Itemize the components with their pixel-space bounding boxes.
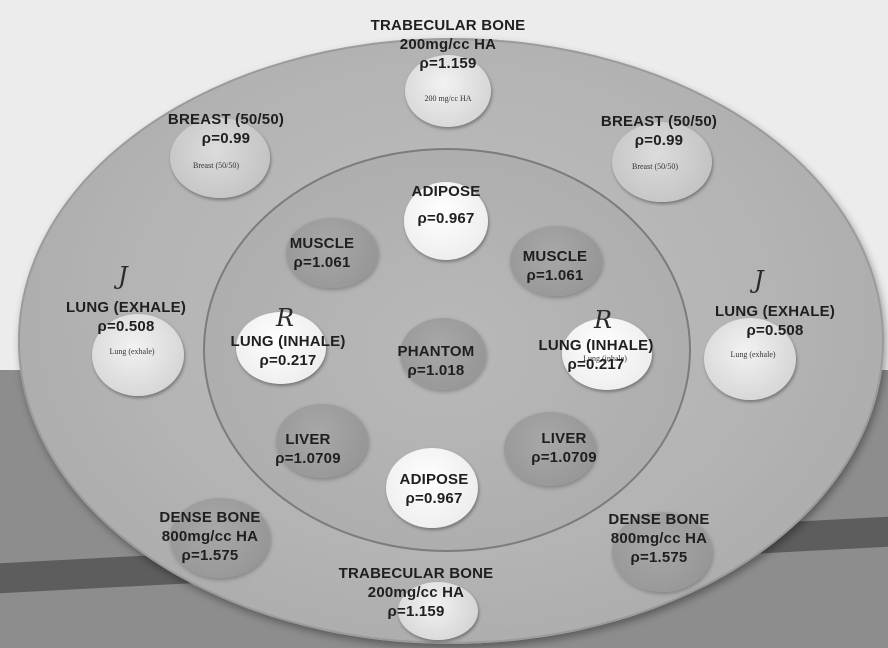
label-lung-inhale-right: LUNG (INHALE) ρ=0.217 (538, 336, 653, 374)
label-name: MUSCLE (523, 247, 588, 266)
label-density: ρ=1.0709 (531, 448, 597, 467)
label-density: ρ=0.217 (538, 355, 653, 374)
label-density: ρ=1.061 (290, 253, 355, 272)
label-density: ρ=0.508 (715, 321, 835, 340)
label-name: LIVER (531, 429, 597, 448)
label-adipose-top: ADIPOSE ρ=0.967 (412, 182, 481, 228)
label-density: ρ=1.159 (371, 54, 526, 73)
label-dense-bone-right: DENSE BONE 800mg/cc HA ρ=1.575 (608, 510, 709, 567)
label-lung-exhale-right: LUNG (EXHALE) ρ=0.508 (715, 302, 835, 340)
label-trabecular-top: TRABECULAR BONE 200mg/cc HA ρ=1.159 (371, 16, 526, 73)
label-density: ρ=1.0709 (275, 449, 341, 468)
label-name: BREAST (50/50) (601, 112, 717, 131)
label-concentration: 800mg/cc HA (159, 527, 260, 546)
label-concentration: 200mg/cc HA (371, 35, 526, 54)
label-name: ADIPOSE (412, 182, 481, 201)
label-density: ρ=1.159 (339, 602, 494, 621)
label-name: ADIPOSE (400, 470, 469, 489)
label-name: DENSE BONE (608, 510, 709, 529)
label-density: ρ=0.508 (66, 317, 186, 336)
label-name: LUNG (EXHALE) (66, 298, 186, 317)
label-density: ρ=1.575 (608, 548, 709, 567)
label-name: BREAST (50/50) (168, 110, 284, 129)
label-trabecular-bottom: TRABECULAR BONE 200mg/cc HA ρ=1.159 (339, 564, 494, 621)
label-lung-inhale-left: LUNG (INHALE) ρ=0.217 (230, 332, 345, 370)
plug-imprint: Breast (50/50) (193, 161, 239, 170)
label-name: TRABECULAR BONE (371, 16, 526, 35)
handwritten-mark-r-right: R (594, 306, 612, 334)
label-dense-bone-left: DENSE BONE 800mg/cc HA ρ=1.575 (159, 508, 260, 565)
label-breast-left: BREAST (50/50) ρ=0.99 (168, 110, 284, 148)
label-name: DENSE BONE (159, 508, 260, 527)
plug-imprint: 200 mg/cc HA (424, 94, 471, 103)
label-density: ρ=0.217 (230, 351, 345, 370)
label-name: LIVER (275, 430, 341, 449)
label-lung-exhale-left: LUNG (EXHALE) ρ=0.508 (66, 298, 186, 336)
label-name: LUNG (INHALE) (538, 336, 653, 355)
label-muscle-left: MUSCLE ρ=1.061 (290, 234, 355, 272)
label-adipose-bottom: ADIPOSE ρ=0.967 (400, 470, 469, 508)
handwritten-mark-r-left: R (276, 304, 294, 332)
label-density: ρ=0.99 (601, 131, 717, 150)
label-name: TRABECULAR BONE (339, 564, 494, 583)
label-liver-left: LIVER ρ=1.0709 (275, 430, 341, 468)
label-concentration: 800mg/cc HA (608, 529, 709, 548)
label-density: ρ=0.967 (412, 209, 481, 228)
plug-imprint: Lung (exhale) (730, 350, 775, 359)
label-density: ρ=1.575 (159, 546, 260, 565)
label-density: ρ=1.018 (398, 361, 475, 380)
label-name: MUSCLE (290, 234, 355, 253)
label-liver-right: LIVER ρ=1.0709 (531, 429, 597, 467)
label-muscle-right: MUSCLE ρ=1.061 (523, 247, 588, 285)
plug-imprint: Lung (exhale) (109, 347, 154, 356)
label-density: ρ=1.061 (523, 266, 588, 285)
label-name: LUNG (EXHALE) (715, 302, 835, 321)
handwritten-mark-j-left: J (118, 262, 128, 290)
plug-imprint: Breast (50/50) (632, 162, 678, 171)
label-concentration: 200mg/cc HA (339, 583, 494, 602)
label-name: LUNG (INHALE) (230, 332, 345, 351)
label-phantom-center: PHANTOM ρ=1.018 (398, 342, 475, 380)
label-breast-right: BREAST (50/50) ρ=0.99 (601, 112, 717, 150)
handwritten-mark-j-right: J (754, 266, 764, 294)
label-name: PHANTOM (398, 342, 475, 361)
label-density: ρ=0.99 (168, 129, 284, 148)
label-density: ρ=0.967 (400, 489, 469, 508)
